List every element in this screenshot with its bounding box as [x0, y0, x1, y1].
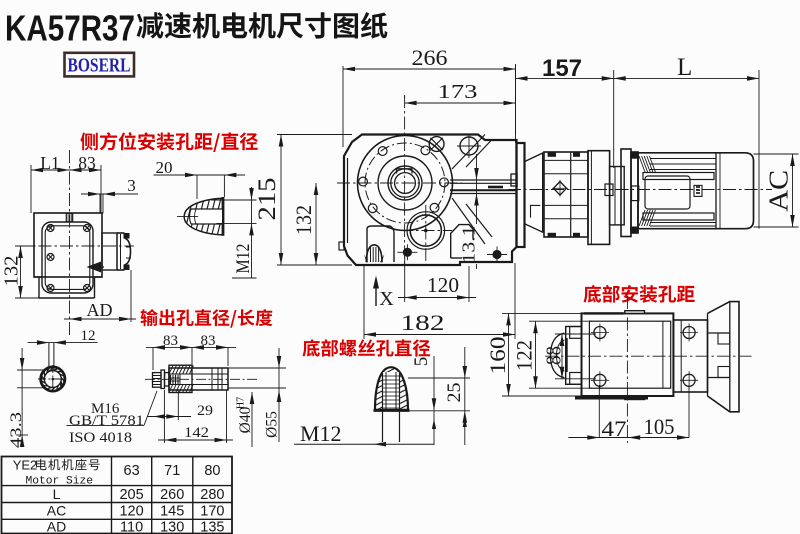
svg-text:AC: AC — [764, 170, 794, 212]
svg-text:BOSERL: BOSERL — [68, 55, 131, 77]
svg-text:71: 71 — [164, 463, 180, 479]
svg-text:132: 132 — [291, 205, 316, 235]
svg-text:H7: H7 — [236, 397, 247, 409]
svg-text:120: 120 — [427, 273, 459, 297]
svg-text:110: 110 — [120, 520, 143, 534]
svg-text:132: 132 — [1, 256, 23, 287]
svg-text:43.3: 43.3 — [8, 412, 25, 448]
svg-text:122: 122 — [512, 340, 537, 371]
svg-text:Motor Size: Motor Size — [26, 476, 94, 488]
svg-text:182: 182 — [401, 310, 445, 335]
svg-text:83: 83 — [163, 333, 178, 349]
svg-text:ISO 4018: ISO 4018 — [69, 430, 132, 446]
svg-text:Ø40: Ø40 — [237, 406, 254, 433]
svg-text:205: 205 — [119, 487, 143, 503]
svg-text:105: 105 — [644, 414, 675, 439]
svg-text:25: 25 — [444, 383, 465, 403]
svg-text:20: 20 — [156, 158, 173, 177]
svg-text:130: 130 — [160, 520, 184, 534]
svg-text:5: 5 — [411, 357, 432, 367]
svg-text:AD: AD — [87, 300, 113, 320]
svg-text:X: X — [379, 288, 394, 310]
svg-text:GB/T 5781: GB/T 5781 — [69, 413, 144, 429]
svg-text:Ø55: Ø55 — [264, 411, 281, 438]
svg-text:135: 135 — [200, 520, 224, 534]
svg-text:63: 63 — [124, 463, 140, 479]
svg-text:KA57R37: KA57R37 — [5, 8, 135, 49]
svg-text:L: L — [53, 486, 61, 502]
svg-text:29: 29 — [197, 403, 213, 419]
svg-text:M12: M12 — [300, 421, 342, 446]
svg-text:142: 142 — [184, 425, 209, 441]
svg-text:120: 120 — [119, 504, 143, 520]
svg-text:12: 12 — [81, 328, 96, 344]
svg-text:M12: M12 — [234, 244, 254, 274]
svg-text:YE2: YE2 — [13, 457, 38, 472]
svg-text:L1: L1 — [40, 153, 59, 173]
svg-text:266: 266 — [412, 45, 448, 70]
svg-text:AC: AC — [47, 503, 66, 519]
svg-text:260: 260 — [160, 487, 184, 503]
svg-text:173: 173 — [438, 81, 478, 103]
svg-text:83: 83 — [78, 153, 96, 173]
svg-text:L: L — [677, 54, 692, 81]
svg-text:280: 280 — [200, 487, 224, 503]
svg-text:M16: M16 — [91, 401, 120, 417]
svg-text:157: 157 — [542, 55, 582, 82]
svg-text:88: 88 — [542, 346, 566, 365]
svg-text:47: 47 — [602, 416, 627, 441]
svg-text:145: 145 — [160, 504, 184, 520]
svg-text:160: 160 — [485, 337, 510, 375]
svg-text:13.1: 13.1 — [459, 226, 479, 264]
svg-text:AD: AD — [47, 519, 66, 534]
svg-text:215: 215 — [254, 178, 281, 221]
svg-text:80: 80 — [204, 463, 220, 479]
svg-text:170: 170 — [200, 504, 224, 520]
svg-text:3: 3 — [127, 176, 136, 195]
svg-text:83: 83 — [201, 333, 216, 349]
